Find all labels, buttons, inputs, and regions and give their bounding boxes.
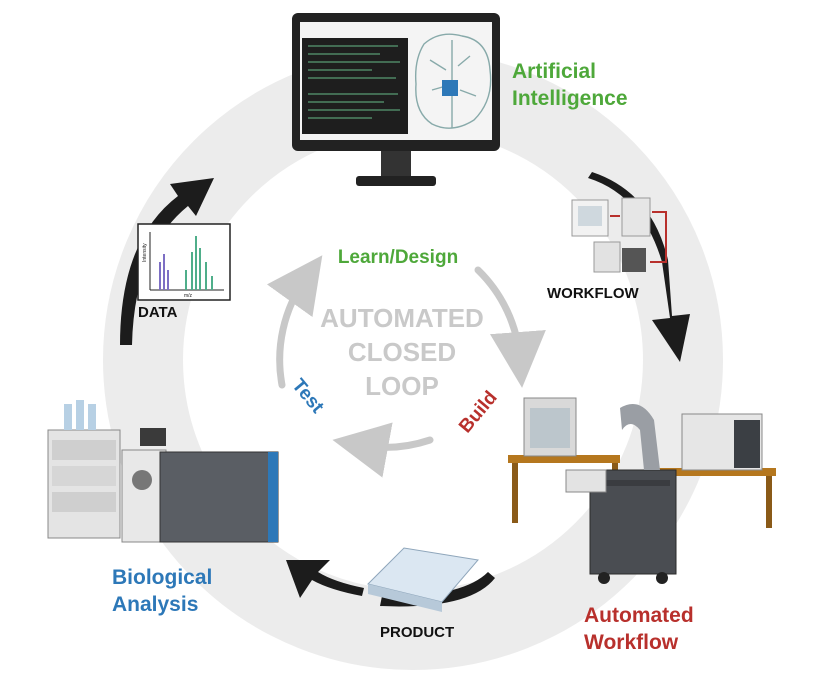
arrow-build-to-test (332, 422, 434, 478)
biological-analysis-label: Biological Analysis (112, 564, 212, 618)
ai-label: Artificial Intelligence (512, 58, 628, 112)
mass-spectrum-icon: Intensity m/z (137, 223, 231, 301)
spectrum-ylabel: Intensity (142, 243, 148, 262)
product-label: PRODUCT (380, 624, 455, 641)
automated-workflow-label: Automated Workflow (584, 602, 694, 656)
automated-workflow-line1: Automated (584, 604, 694, 627)
well-plate-icon (367, 547, 479, 612)
robot-platform-icon (508, 397, 776, 584)
workflow-schematic-icon (571, 197, 667, 273)
ai-label-line1: Artificial (512, 60, 597, 83)
cycle-label-build: Build (455, 387, 502, 437)
spectrum-xlabel: m/z (184, 293, 193, 299)
biological-analysis-line2: Analysis (112, 593, 199, 616)
biological-analysis-line1: Biological (112, 566, 213, 589)
ai-label-line2: Intelligence (512, 87, 628, 110)
center-title-line1: AUTOMATED (320, 303, 484, 333)
cycle-label-test: Test (287, 375, 328, 418)
data-label: DATA (138, 304, 178, 321)
monitor-icon (292, 13, 500, 186)
brain-chip-icon (414, 33, 492, 129)
lc-ms-instrument-icon (47, 400, 279, 543)
arrow-learn-to-build (474, 266, 546, 388)
automated-workflow-line2: Workflow (584, 631, 679, 654)
center-title-line3: LOOP (365, 371, 439, 401)
center-title-line2: CLOSED (348, 337, 456, 367)
workflow-label: WORKFLOW (547, 285, 639, 302)
arrow-product-to-bio (286, 560, 364, 598)
inner-cycle-arrows (266, 255, 546, 478)
cycle-label-learn: Learn/Design (338, 247, 458, 268)
arrow-test-to-learn (266, 255, 323, 389)
